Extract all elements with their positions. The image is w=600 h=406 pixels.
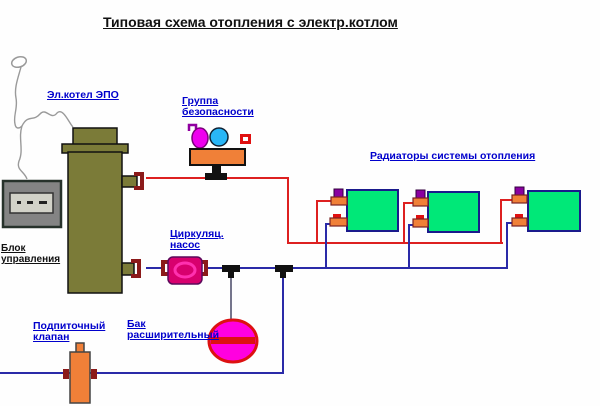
power-cord xyxy=(13,66,74,180)
makeup-valve-flange-right xyxy=(91,369,97,379)
boiler-outlet-supply xyxy=(121,175,138,188)
radiator-3-supply-valve xyxy=(511,194,528,204)
radiator-3-return-valve-cap xyxy=(515,214,523,219)
power-plug-icon xyxy=(10,55,28,69)
pressure-gauge-icon xyxy=(191,127,209,149)
safety-group-stem xyxy=(212,165,221,174)
return-pipe xyxy=(146,222,512,269)
radiator-1-supply-valve xyxy=(330,196,348,206)
boiler-cap xyxy=(72,127,118,146)
radiator-2-supply-valve xyxy=(412,197,429,207)
gauge-hook-icon xyxy=(187,123,198,131)
radiator-1-return-valve-cap xyxy=(333,214,341,219)
radiator-3-return-valve xyxy=(511,217,528,227)
boiler-label: Эл.котел ЭПО xyxy=(47,89,119,101)
safety-group-tee xyxy=(205,173,227,180)
boiler-outlet-supply-flange xyxy=(134,172,144,190)
air-vent-icon xyxy=(209,127,229,147)
radiator-2-return-valve-cap xyxy=(416,215,424,220)
radiator-3 xyxy=(527,190,581,232)
pump-label: Циркуляц. насос xyxy=(170,228,224,251)
makeup-valve-label: Подпиточный клапан xyxy=(33,320,106,343)
pump-rotor xyxy=(173,261,197,279)
expansion-tank-stripe xyxy=(211,337,255,344)
control-block-label: Блок управления xyxy=(1,243,61,265)
safety-valve-center xyxy=(243,137,248,141)
display-dash xyxy=(39,201,47,204)
makeup-valve-flange-left xyxy=(63,369,69,379)
page-title: Типовая схема отопления с электр.котлом xyxy=(103,14,398,30)
boiler-body xyxy=(67,151,123,294)
expansion-tank-label: Бак расширительный xyxy=(127,318,220,341)
tee-junction-makeup xyxy=(275,265,293,278)
radiator-2-return-valve xyxy=(412,218,429,228)
boiler-outlet-return-flange xyxy=(131,259,141,278)
safety-group-label: Группа безопасности xyxy=(182,95,254,118)
supply-pipe xyxy=(146,177,512,244)
radiators-label: Радиаторы системы отопления xyxy=(370,150,536,162)
circulation-pump xyxy=(167,256,203,285)
radiator-1 xyxy=(346,189,399,232)
radiator-1-return-valve xyxy=(329,217,348,227)
tee-junction-expansion xyxy=(222,265,240,278)
boiler-outlet-return xyxy=(121,262,135,276)
display-dash xyxy=(27,201,33,204)
safety-group-manifold xyxy=(189,148,246,166)
radiator-2 xyxy=(427,191,480,233)
makeup-valve-body xyxy=(69,351,91,404)
display-dash xyxy=(17,201,21,204)
